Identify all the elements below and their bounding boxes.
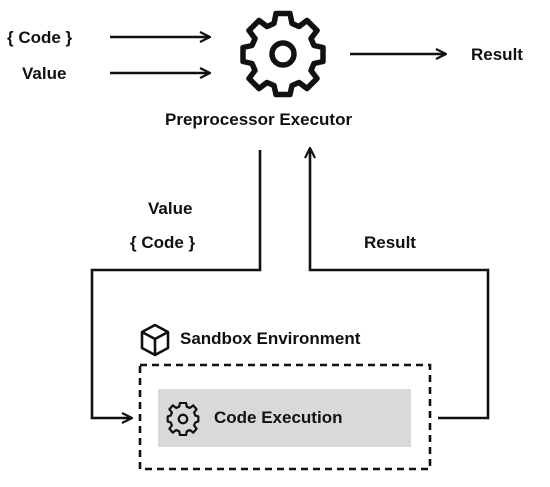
from-sandbox-connector <box>310 148 490 420</box>
sandbox-container <box>138 363 432 471</box>
code-execution-box <box>158 389 411 447</box>
executor-label: Preprocessor Executor <box>165 110 353 129</box>
cube-icon <box>140 323 170 357</box>
to-sandbox-value-label: Value <box>148 199 193 218</box>
code-execution-label: Code Execution <box>214 408 343 427</box>
gear-icon <box>166 402 200 436</box>
to-sandbox-code-label: { Code } <box>130 233 196 252</box>
gear-icon <box>240 10 326 98</box>
result-output-label: Result <box>471 45 523 64</box>
from-sandbox-result-label: Result <box>364 233 416 252</box>
to-sandbox-connector <box>90 150 262 418</box>
value-input-label: Value <box>22 64 67 83</box>
sandbox-label: Sandbox Environment <box>180 329 361 348</box>
code-input-label: { Code } <box>7 28 73 47</box>
